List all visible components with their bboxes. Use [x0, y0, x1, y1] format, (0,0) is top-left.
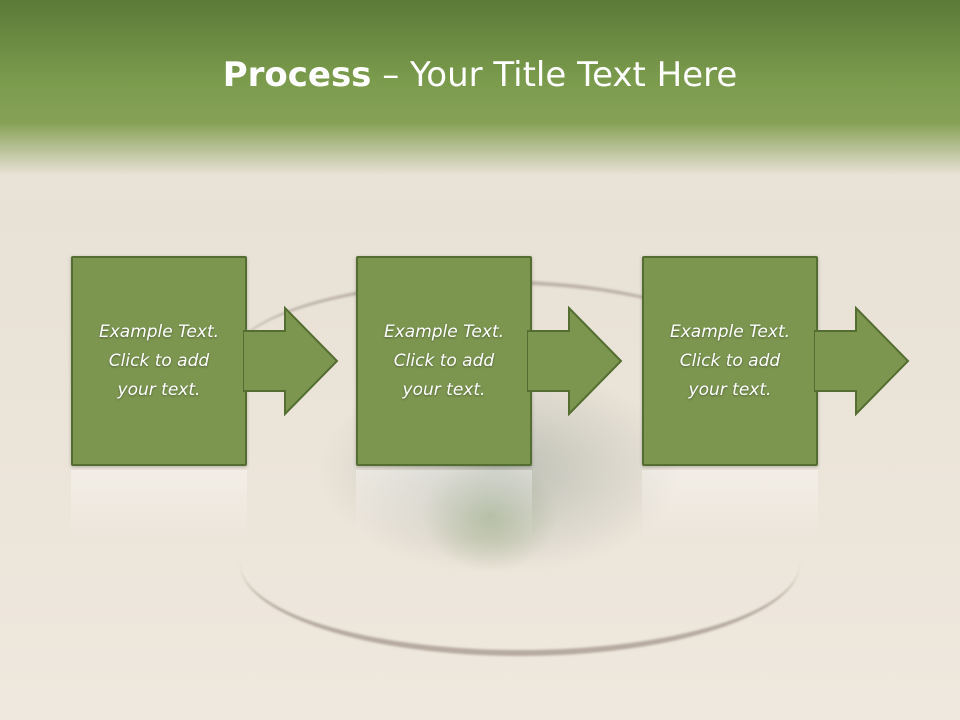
step-2-box[interactable]: Example Text. Click to add your text.: [356, 256, 532, 466]
title-bar: [0, 0, 960, 175]
step-3-box[interactable]: Example Text. Click to add your text.: [642, 256, 818, 466]
slide-title[interactable]: Process – Your Title Text Here: [0, 52, 960, 98]
step-1-box[interactable]: Example Text. Click to add your text.: [71, 256, 247, 466]
step-2-text[interactable]: Example Text. Click to add your text.: [383, 321, 505, 400]
step-3-text[interactable]: Example Text. Click to add your text.: [669, 321, 791, 400]
step-1-arrow-icon: [243, 306, 339, 416]
step-3-reflection: [642, 470, 818, 540]
process-step-2[interactable]: Example Text. Click to add your text.: [356, 256, 532, 466]
title-rest-text: – Your Title Text Here: [371, 55, 738, 95]
step-2-arrow-icon: [527, 306, 623, 416]
step-3-arrow-icon: [814, 306, 910, 416]
title-bold-text: Process: [222, 55, 372, 95]
process-step-3[interactable]: Example Text. Click to add your text.: [642, 256, 818, 466]
step-1-text[interactable]: Example Text. Click to add your text.: [98, 321, 220, 400]
lower-lash-decoration: [240, 470, 800, 656]
process-step-1[interactable]: Example Text. Click to add your text.: [71, 256, 247, 466]
step-1-reflection: [71, 470, 247, 540]
step-2-reflection: [356, 470, 532, 540]
